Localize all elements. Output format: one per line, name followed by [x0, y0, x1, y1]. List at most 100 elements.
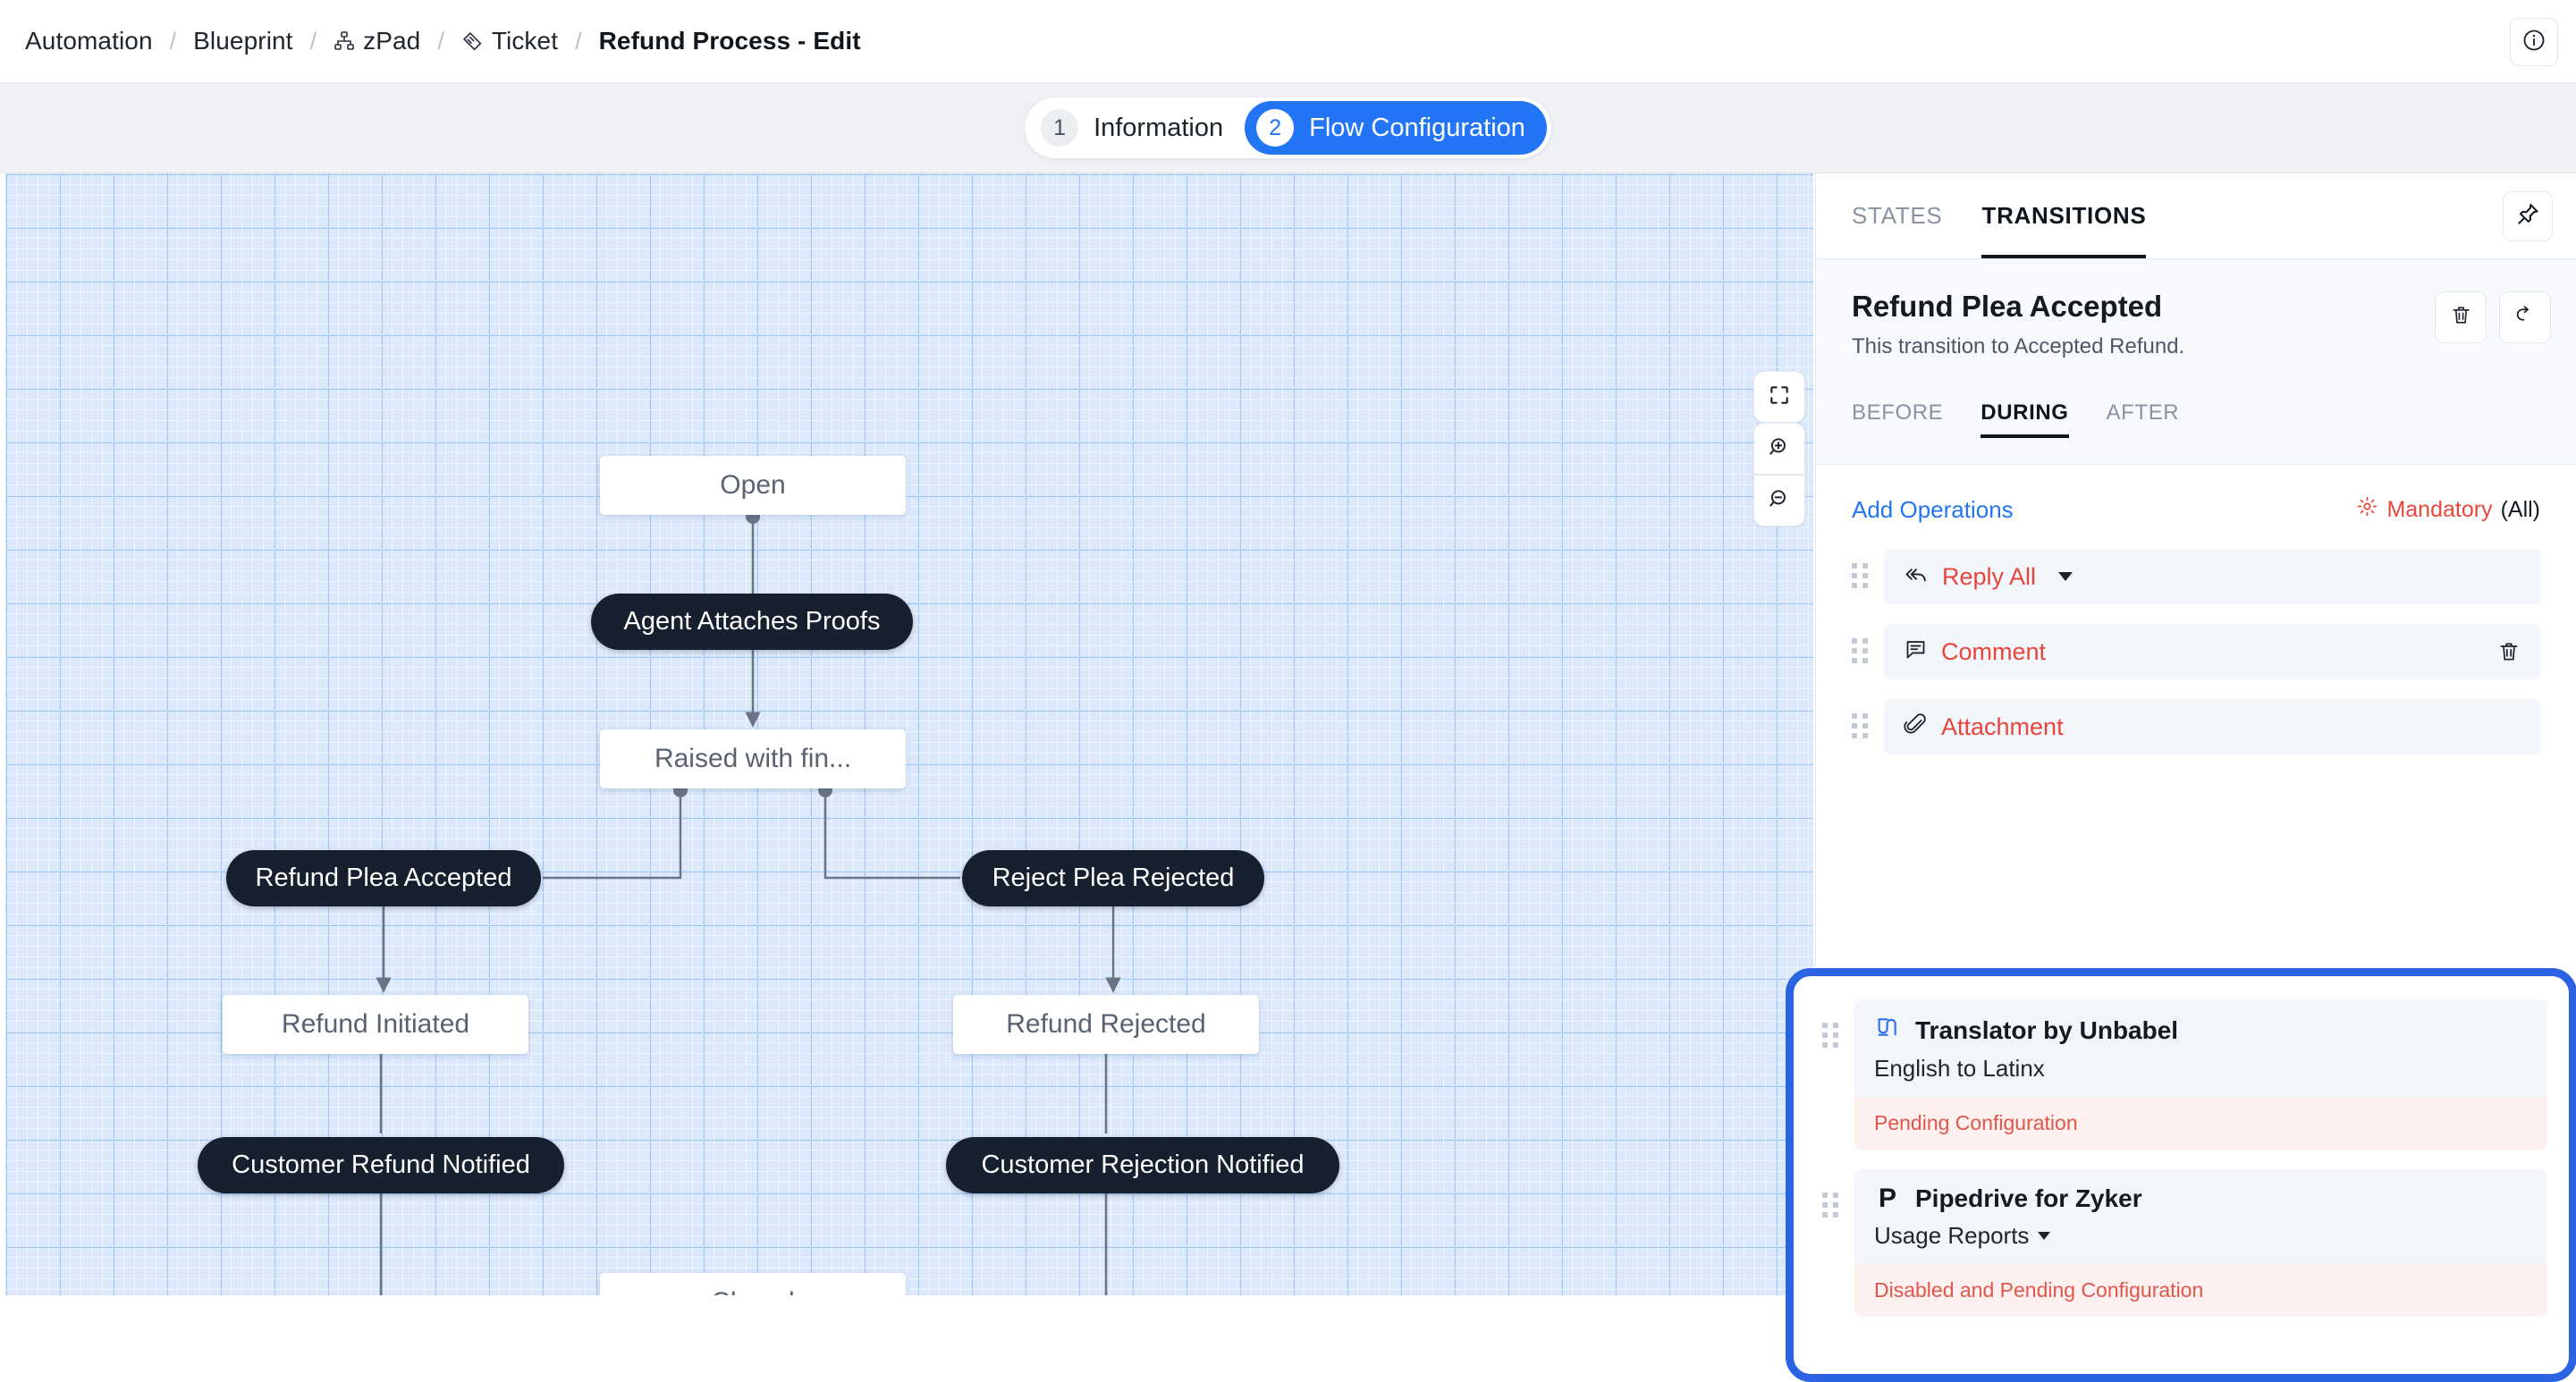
breadcrumb-item-ticket[interactable]: Ticket: [460, 27, 560, 55]
operation-reply-all[interactable]: Reply All: [1884, 549, 2540, 604]
breadcrumb-separator: /: [575, 27, 582, 55]
transition-node-customer-rejection-notified[interactable]: Customer Rejection Notified: [946, 1137, 1339, 1193]
extension-subtitle-row: Usage Reports: [1874, 1222, 2528, 1250]
revert-transition-button[interactable]: [2499, 291, 2551, 343]
step-flow-configuration[interactable]: 2 Flow Configuration: [1245, 101, 1547, 155]
breadcrumb-label: Ticket: [491, 27, 559, 55]
operation-row: Attachment: [1852, 699, 2540, 754]
state-node-refund-initiated[interactable]: Refund Initiated: [223, 995, 528, 1054]
breadcrumb-label: zPad: [363, 27, 421, 55]
tab-label: TRANSITIONS: [1981, 202, 2147, 229]
state-node-raised-with-fin[interactable]: Raised with fin...: [600, 729, 906, 788]
transition-node-refund-plea-accepted[interactable]: Refund Plea Accepted: [226, 850, 541, 906]
zoom-in-icon: [1768, 435, 1791, 463]
comment-icon: [1904, 637, 1928, 666]
node-label: Customer Rejection Notified: [981, 1150, 1305, 1179]
fit-screen-icon: [1768, 383, 1791, 411]
extension-body: Translator by Unbabel English to Latinx: [1854, 999, 2547, 1097]
operation-label: Attachment: [1941, 712, 2064, 740]
add-operations-link[interactable]: Add Operations: [1852, 495, 2014, 523]
step-number: 2: [1256, 109, 1295, 147]
phase-tab-after[interactable]: AFTER: [2107, 400, 2180, 438]
chevron-down-icon[interactable]: [2058, 572, 2073, 581]
info-icon: [2521, 28, 2546, 57]
step-number: 1: [1041, 109, 1079, 147]
operation-comment[interactable]: Comment: [1884, 624, 2540, 679]
unbabel-logo-icon: [1874, 1014, 1901, 1047]
panel-tab-bar: STATES TRANSITIONS: [1816, 173, 2576, 258]
pin-button[interactable]: [2503, 191, 2553, 241]
zoom-out-icon: [1768, 487, 1791, 515]
transition-node-customer-refund-notified[interactable]: Customer Refund Notified: [198, 1137, 564, 1193]
transition-node-agent-attaches-proofs[interactable]: Agent Attaches Proofs: [591, 594, 913, 650]
fit-screen-button[interactable]: [1753, 371, 1805, 423]
drag-handle-icon[interactable]: [1852, 563, 1871, 590]
blueprint-canvas[interactable]: Open Agent Attaches Proofs Raised with f…: [5, 173, 1813, 1295]
drag-handle-icon[interactable]: [1852, 713, 1871, 740]
breadcrumb-item-zpad[interactable]: zPad: [332, 27, 422, 55]
delete-operation-button[interactable]: [2497, 640, 2521, 663]
right-panel: STATES TRANSITIONS Refund Plea Accepted …: [1786, 173, 2576, 1382]
breadcrumb-separator: /: [169, 27, 177, 55]
reply-all-icon: [1904, 562, 1929, 592]
node-label: Refund Plea Accepted: [255, 864, 512, 892]
operation-attachment[interactable]: Attachment: [1884, 699, 2540, 754]
info-button[interactable]: [2510, 18, 2558, 66]
step-information[interactable]: 1 Information: [1029, 101, 1245, 155]
extensions-highlight-box: Translator by Unbabel English to Latinx …: [1786, 968, 2576, 1382]
drag-handle-icon[interactable]: [1822, 1023, 1842, 1049]
attachment-icon: [1904, 712, 1928, 741]
page-title: Refund Process - Edit: [597, 27, 863, 55]
extension-row: Translator by Unbabel English to Latinx …: [1815, 999, 2547, 1150]
drag-handle-icon[interactable]: [1822, 1192, 1842, 1219]
extension-subtitle-row: English to Latinx: [1874, 1055, 2528, 1083]
tab-transitions[interactable]: TRANSITIONS: [1981, 173, 2147, 258]
zoom-out-button[interactable]: [1753, 475, 1805, 527]
delete-transition-button[interactable]: [2435, 291, 2487, 343]
tab-label: STATES: [1852, 202, 1943, 229]
node-label: Refund Initiated: [281, 1009, 470, 1039]
breadcrumb: Automation / Blueprint / zPad /: [23, 27, 863, 55]
drag-handle-icon[interactable]: [1852, 638, 1871, 665]
transition-node-reject-plea-rejected[interactable]: Reject Plea Rejected: [962, 850, 1264, 906]
breadcrumb-item-automation[interactable]: Automation: [23, 27, 155, 55]
state-node-closed[interactable]: Closed: [600, 1273, 906, 1295]
phase-label: BEFORE: [1852, 400, 1944, 425]
breadcrumb-label: Automation: [25, 27, 153, 55]
undo-icon: [2514, 304, 2537, 331]
hierarchy-icon: [334, 30, 355, 52]
chevron-down-icon[interactable]: [2038, 1232, 2051, 1240]
mandatory-scope: (All): [2500, 496, 2540, 522]
state-node-refund-rejected[interactable]: Refund Rejected: [953, 995, 1259, 1054]
extension-subtitle: English to Latinx: [1874, 1055, 2045, 1082]
state-node-open[interactable]: Open: [600, 456, 906, 515]
phase-tab-during[interactable]: DURING: [1981, 400, 2069, 438]
mandatory-toggle[interactable]: Mandatory (All): [2356, 495, 2540, 524]
gear-icon: [2356, 495, 2378, 524]
mandatory-label: Mandatory: [2386, 496, 2493, 522]
operations-area: Add Operations Mandatory (All): [1816, 465, 2576, 754]
operation-label: Comment: [1941, 637, 2047, 665]
breadcrumb-item-blueprint[interactable]: Blueprint: [191, 27, 294, 55]
stepper: 1 Information 2 Flow Configuration: [1025, 97, 1551, 158]
phase-tab-bar: BEFORE DURING AFTER: [1852, 386, 2540, 438]
extension-card-pipedrive-for-zyker[interactable]: P Pipedrive for Zyker Usage Reports Disa…: [1854, 1169, 2547, 1317]
flow-connectors: [376, 510, 1121, 1295]
operation-row: Comment: [1852, 624, 2540, 679]
tab-states[interactable]: STATES: [1852, 173, 1942, 258]
pin-icon: [2516, 202, 2540, 231]
breadcrumb-label: Blueprint: [193, 27, 293, 55]
phase-label: DURING: [1981, 400, 2069, 425]
phase-tab-before[interactable]: BEFORE: [1852, 400, 1943, 438]
extension-title: Pipedrive for Zyker: [1915, 1184, 2142, 1212]
node-label: Customer Refund Notified: [232, 1150, 530, 1179]
zoom-in-button[interactable]: [1753, 423, 1805, 475]
extension-title-row: Translator by Unbabel: [1874, 1014, 2528, 1047]
operations-header: Add Operations Mandatory (All): [1852, 490, 2540, 529]
transition-title: Refund Plea Accepted: [1852, 290, 2163, 323]
extension-row: P Pipedrive for Zyker Usage Reports Disa…: [1815, 1169, 2547, 1317]
extension-title: Translator by Unbabel: [1915, 1015, 2179, 1044]
node-label: Refund Rejected: [1006, 1009, 1206, 1039]
extension-card-translator-by-unbabel[interactable]: Translator by Unbabel English to Latinx …: [1854, 999, 2547, 1150]
extension-status-badge: Disabled and Pending Configuration: [1854, 1264, 2547, 1317]
